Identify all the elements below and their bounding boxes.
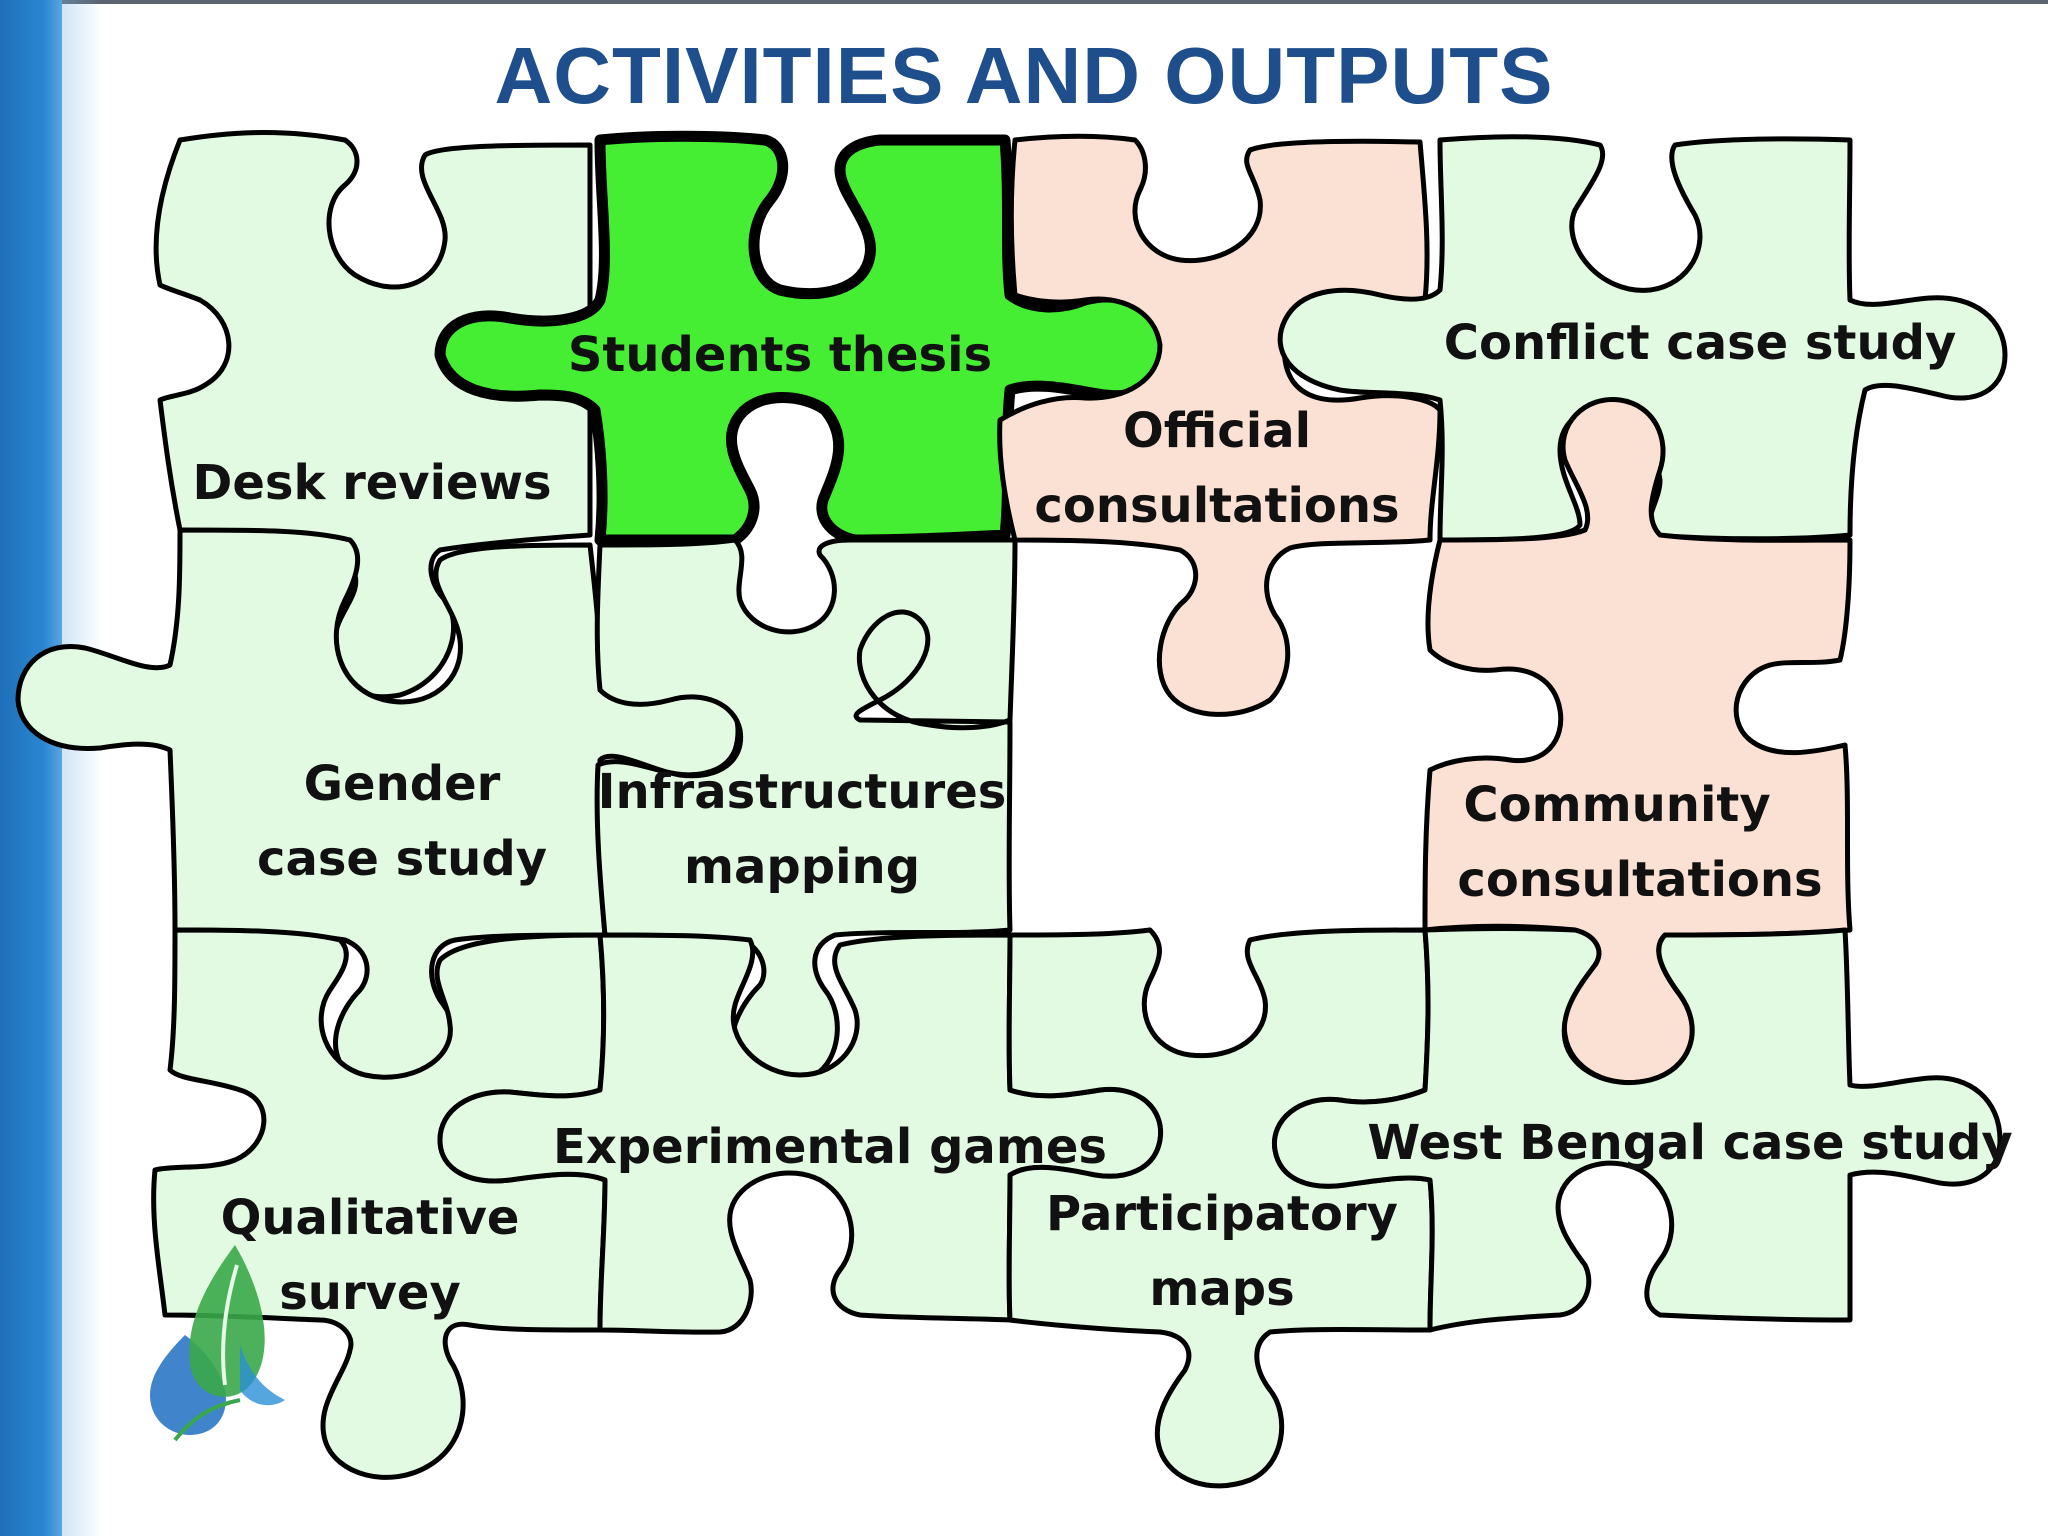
left-accent-band xyxy=(0,0,62,1536)
piece-official-consultations-line2: consultations xyxy=(1034,478,1399,534)
piece-community-consultations-line2: consultations xyxy=(1457,852,1822,908)
piece-conflict-case-study: Conflict case study xyxy=(1277,134,2008,543)
piece-gender-case-study-line2: case study xyxy=(257,831,547,887)
piece-infrastructures-mapping-line1: Infrastructures xyxy=(598,764,1007,820)
piece-experimental-games-label: Experimental games xyxy=(553,1119,1107,1175)
piece-qualitative-survey-line2: survey xyxy=(279,1265,461,1321)
piece-desk-reviews: Desk reviews xyxy=(153,130,593,700)
piece-infrastructures-mapping: Infrastructures mapping xyxy=(594,537,1018,1085)
water-drop-leaf-icon xyxy=(150,1245,285,1442)
piece-official-consultations: Official consultations xyxy=(997,133,1443,717)
piece-gender-case-study: Gender case study xyxy=(15,527,741,1099)
piece-community-consultations: Community consultations xyxy=(1422,396,1853,1086)
piece-community-consultations-line1: Community xyxy=(1463,777,1770,833)
piece-infrastructures-mapping-line2: mapping xyxy=(684,839,920,895)
piece-desk-reviews-label: Desk reviews xyxy=(192,455,551,511)
piece-official-consultations-line1: Official xyxy=(1123,403,1311,459)
slide-title: ACTIVITIES AND OUTPUTS xyxy=(494,31,1554,120)
piece-participatory-maps-line2: maps xyxy=(1149,1261,1294,1317)
left-accent-fade xyxy=(62,0,102,1536)
piece-experimental-games: Experimental games xyxy=(437,932,1164,1335)
piece-qualitative-survey-line1: Qualitative xyxy=(221,1190,520,1246)
piece-students-thesis[interactable]: Students thesis xyxy=(434,130,1172,546)
piece-qualitative-survey: Qualitative survey xyxy=(151,927,608,1480)
piece-participatory-maps-line1: Participatory xyxy=(1046,1186,1398,1242)
top-border xyxy=(0,0,2048,4)
piece-west-bengal-case-study: West Bengal case study xyxy=(1271,926,2013,1333)
piece-participatory-maps: Participatory maps xyxy=(1006,927,1435,1489)
piece-conflict-case-study-label: Conflict case study xyxy=(1444,315,1957,371)
piece-gender-case-study-line1: Gender xyxy=(304,756,501,812)
piece-students-thesis-label: Students thesis xyxy=(568,327,992,383)
piece-west-bengal-case-study-label: West Bengal case study xyxy=(1367,1115,2012,1171)
